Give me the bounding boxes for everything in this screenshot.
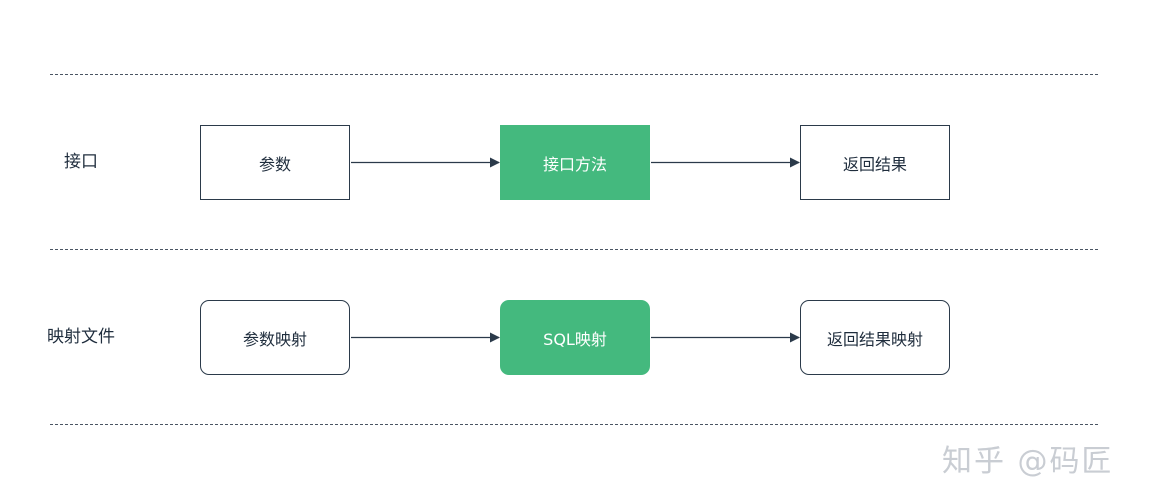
node-interface-method: 接口方法: [500, 125, 650, 200]
row-label-mapping-file: 映射文件: [47, 327, 115, 347]
node-params: 参数: [200, 125, 350, 200]
node-return-result: 返回结果: [800, 125, 950, 200]
node-return-result-label: 返回结果: [842, 154, 907, 174]
node-result-mapping: 返回结果映射: [800, 300, 950, 375]
node-param-mapping: 参数映射: [200, 300, 350, 375]
node-interface-method-label: 接口方法: [542, 154, 607, 174]
watermark: 知乎 @码匠: [942, 444, 1114, 479]
divider-top: [50, 74, 1098, 75]
node-sql-mapping-label: SQL映射: [543, 329, 607, 349]
node-param-mapping-label: 参数映射: [242, 329, 307, 349]
node-params-label: 参数: [258, 154, 291, 174]
row-label-interface: 接口: [64, 152, 98, 172]
divider-bottom: [50, 424, 1098, 425]
divider-middle: [50, 249, 1098, 250]
node-result-mapping-label: 返回结果映射: [826, 329, 923, 349]
node-sql-mapping: SQL映射: [500, 300, 650, 375]
